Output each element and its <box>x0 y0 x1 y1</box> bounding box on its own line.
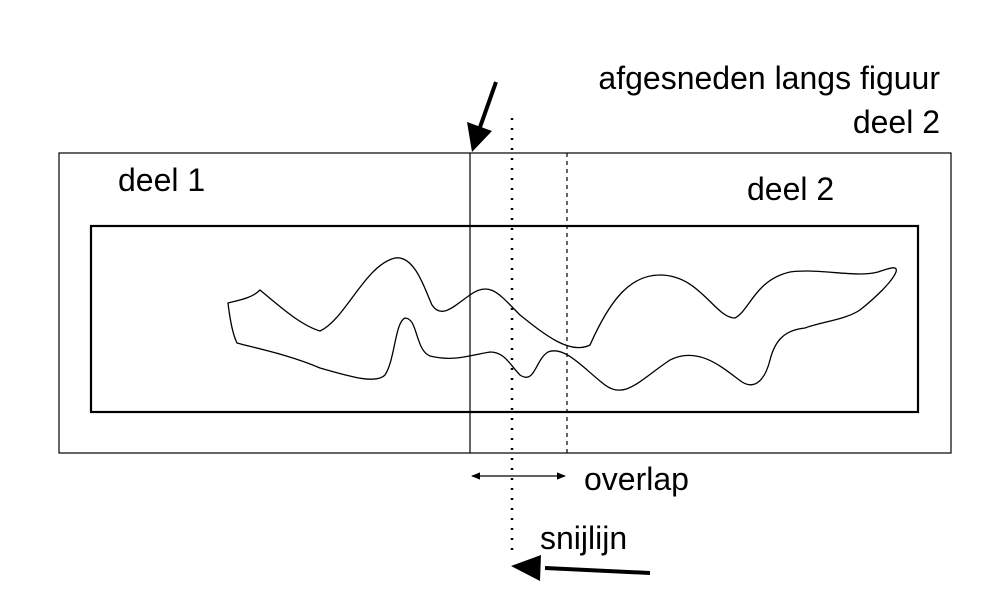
cut-pointer-arrow <box>477 81 498 131</box>
wavy-figure <box>227 257 897 391</box>
cut-line-label: snijlijn <box>540 520 627 556</box>
cut-pointer-arrowhead <box>467 122 492 152</box>
cut-along-figure-part-label: deel 2 <box>853 104 940 140</box>
cut-along-figure-label: afgesneden langs figuur <box>598 60 940 96</box>
outer-sheet <box>58 152 952 454</box>
cut-line-pointer-arrow <box>544 566 651 575</box>
part-1-label: deel 1 <box>118 162 205 198</box>
cut-line-pointer-arrowhead <box>511 555 541 581</box>
overlap-label: overlap <box>584 461 689 497</box>
part-2-label: deel 2 <box>747 171 834 207</box>
inner-frame <box>89 224 920 414</box>
